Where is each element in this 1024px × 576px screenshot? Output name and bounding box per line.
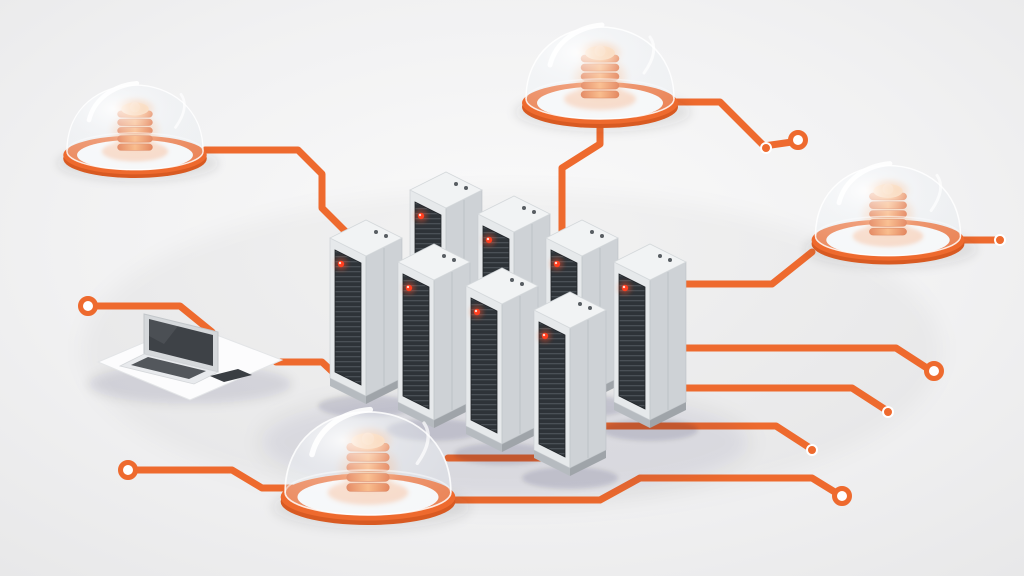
connector-node-5	[806, 444, 818, 456]
connector-node-1	[78, 296, 98, 316]
laptop-screen	[149, 319, 213, 366]
connector-node-4	[882, 406, 894, 418]
trace-cluster-to-right-dome	[664, 248, 816, 288]
trace-cluster-to-east-2	[636, 384, 890, 414]
trace-cluster-to-east-1	[656, 344, 934, 374]
trace-southwest-to-bottom-dome	[124, 466, 296, 492]
laptop-screen-reflection	[149, 319, 178, 344]
connector-node-8	[788, 130, 808, 150]
connector-node-9	[994, 234, 1006, 246]
connector-nodes	[78, 130, 1006, 506]
connector-node-2	[118, 460, 138, 480]
trace-top-dome-east	[668, 98, 796, 150]
connector-node-7	[760, 142, 772, 154]
connector-node-3	[924, 361, 944, 381]
trace-left-dome-to-cluster	[201, 146, 364, 250]
trace-top-dome-to-cluster	[558, 122, 604, 240]
tablet-device	[210, 369, 252, 382]
connector-node-6	[832, 486, 852, 506]
laptop	[88, 313, 292, 404]
laptop-keyboard	[131, 357, 206, 379]
trace-west-to-laptop	[84, 302, 216, 336]
